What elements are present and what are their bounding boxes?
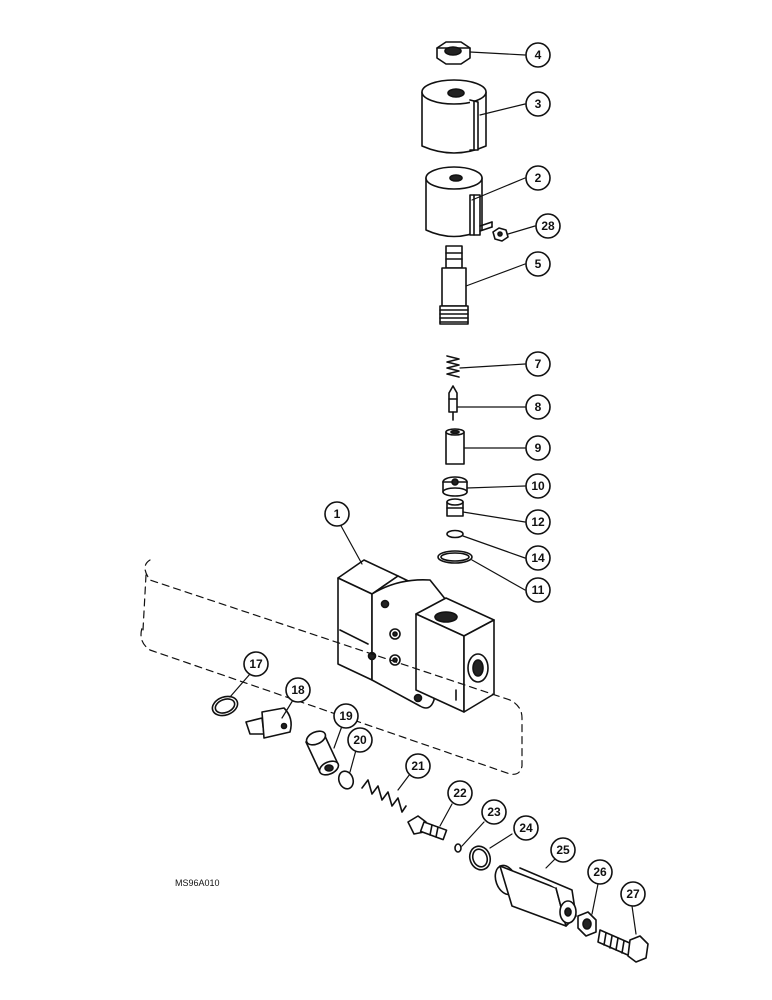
callout-7: 7 <box>525 351 551 377</box>
part-11-o-ring <box>437 550 473 564</box>
part-10-seat <box>442 476 468 497</box>
part-20-o-ring <box>337 770 355 790</box>
svg-text:27: 27 <box>626 887 640 901</box>
part-23-o-ring <box>454 843 462 853</box>
callout-23: 23 <box>481 799 507 825</box>
part-9-sleeve <box>445 428 465 465</box>
svg-text:5: 5 <box>535 257 542 271</box>
svg-text:11: 11 <box>532 583 545 597</box>
callout-9: 9 <box>525 435 551 461</box>
part-17-o-ring <box>211 695 239 717</box>
svg-text:23: 23 <box>487 805 501 819</box>
svg-text:3: 3 <box>535 97 542 111</box>
callout-25: 25 <box>550 837 576 863</box>
svg-text:28: 28 <box>541 219 555 233</box>
callout-27: 27 <box>620 881 646 907</box>
svg-text:2: 2 <box>535 171 542 185</box>
svg-text:18: 18 <box>291 683 305 697</box>
callout-14: 14 <box>525 545 551 571</box>
callout-17: 17 <box>243 651 269 677</box>
callout-22: 22 <box>447 780 473 806</box>
callout-10: 10 <box>525 473 551 499</box>
callout-19: 19 <box>333 703 359 729</box>
part-2-solenoid-coil <box>425 166 493 238</box>
part-27-bolt <box>597 929 649 963</box>
callout-5: 5 <box>525 251 551 277</box>
part-19-sleeve <box>305 730 340 776</box>
part-7-spring <box>446 355 460 378</box>
part-22-adjusting-screw <box>407 815 448 841</box>
part-18-poppet <box>245 707 292 739</box>
callout-4: 4 <box>525 42 551 68</box>
dashed-outline <box>140 559 523 775</box>
part-1-valve-body <box>337 559 495 713</box>
svg-text:22: 22 <box>453 786 467 800</box>
callout-24: 24 <box>513 815 539 841</box>
callout-8: 8 <box>525 394 551 420</box>
svg-text:19: 19 <box>339 709 353 723</box>
part-26-nut <box>577 911 597 937</box>
part-12-insert <box>446 498 464 517</box>
svg-text:4: 4 <box>535 48 542 62</box>
callout-28: 28 <box>535 213 561 239</box>
callout-3: 3 <box>525 91 551 117</box>
svg-text:12: 12 <box>531 515 545 529</box>
part-21-spring <box>361 779 407 813</box>
callout-2: 2 <box>525 165 551 191</box>
callout-21: 21 <box>405 753 431 779</box>
dashed-outline-left <box>142 574 147 631</box>
callout-26: 26 <box>587 859 613 885</box>
svg-text:24: 24 <box>519 821 533 835</box>
callout-1: 1 <box>324 501 350 527</box>
svg-text:25: 25 <box>556 843 570 857</box>
part-25-cap-housing <box>494 864 577 927</box>
part-8-plunger-pin <box>448 385 458 421</box>
svg-text:8: 8 <box>535 400 542 414</box>
svg-text:17: 17 <box>249 657 263 671</box>
svg-text:26: 26 <box>593 865 607 879</box>
part-24-o-ring <box>468 845 492 871</box>
svg-text:7: 7 <box>535 357 542 371</box>
callout-11: 11 <box>525 577 551 603</box>
svg-text:21: 21 <box>411 759 425 773</box>
callout-12: 12 <box>525 509 551 535</box>
part-5-solenoid-stem <box>439 245 469 325</box>
svg-text:20: 20 <box>353 733 367 747</box>
svg-text:9: 9 <box>535 441 542 455</box>
part-28-nut <box>492 227 509 242</box>
svg-text:14: 14 <box>531 551 545 565</box>
part-3-cover <box>421 79 487 154</box>
callout-18: 18 <box>285 677 311 703</box>
part-4-hex-nut <box>436 41 471 65</box>
svg-text:10: 10 <box>531 479 545 493</box>
callout-20: 20 <box>347 727 373 753</box>
leader-lines <box>229 51 637 935</box>
svg-text:1: 1 <box>334 507 341 521</box>
part-14-o-ring <box>446 529 464 539</box>
drawing-code: MS96A010 <box>175 878 220 888</box>
